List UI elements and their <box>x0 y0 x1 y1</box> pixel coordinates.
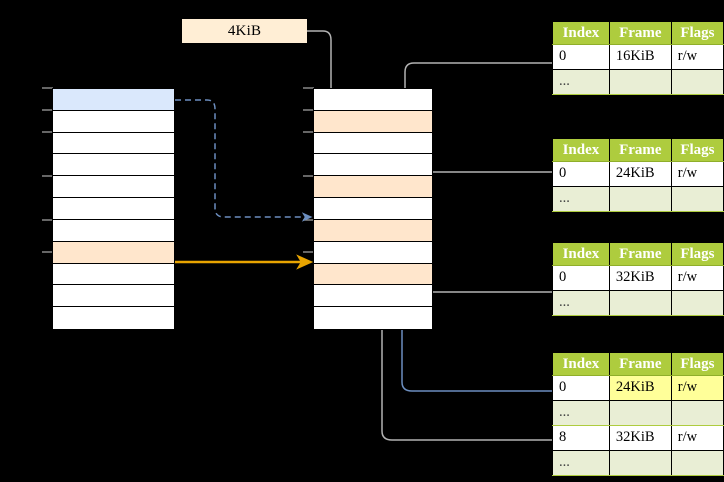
cell-frame <box>608 450 672 476</box>
cell-flags: r/w <box>670 425 724 451</box>
physical-memory-row-3 <box>314 154 432 177</box>
wire-left-blue-to-middle <box>175 99 313 222</box>
wire-pagesize-to-frame <box>300 30 336 123</box>
virtual-memory-row-9 <box>53 285 174 308</box>
cell-frame <box>608 400 672 426</box>
column-header-flags: Flags <box>670 242 724 266</box>
cell-frame: 24KiB <box>608 375 672 401</box>
virtual-memory-row-7 <box>53 241 174 264</box>
cell-flags <box>670 290 724 316</box>
virtual-memory-row-3 <box>53 154 174 177</box>
left-column-ticks <box>42 87 53 253</box>
virtual-memory-row-2 <box>53 132 174 155</box>
column-header-index: Index <box>552 352 610 376</box>
column-header-flags: Flags <box>670 352 724 376</box>
physical-memory-row-8 <box>314 263 432 286</box>
column-header-index: Index <box>552 138 610 162</box>
physical-memory-row-0 <box>314 89 432 111</box>
virtual-memory-column <box>52 88 175 330</box>
table-row: ... <box>552 186 724 212</box>
column-header-index: Index <box>552 21 610 45</box>
column-header-flags: Flags <box>670 21 724 45</box>
column-header-frame: Frame <box>608 21 672 45</box>
physical-memory-row-1 <box>314 110 432 133</box>
cell-flags <box>670 450 724 476</box>
virtual-memory-row-5 <box>53 198 174 220</box>
cell-index: ... <box>552 450 610 476</box>
wire-table1-to-middle <box>400 62 630 177</box>
cell-index: ... <box>552 400 610 426</box>
physical-memory-row-9 <box>314 285 432 308</box>
virtual-memory-row-10 <box>53 307 174 329</box>
physical-memory-column <box>313 88 433 330</box>
cell-frame: 16KiB <box>608 44 672 70</box>
cell-frame: 24KiB <box>608 161 672 187</box>
cell-index: 0 <box>552 161 610 187</box>
cell-index: 0 <box>552 375 610 401</box>
cell-index: 0 <box>552 44 610 70</box>
cell-index: 8 <box>552 425 610 451</box>
cell-index: ... <box>552 290 610 316</box>
column-header-frame: Frame <box>608 242 672 266</box>
cell-index: ... <box>552 186 610 212</box>
cell-flags: r/w <box>670 44 724 70</box>
wire-table4row8-to-middle <box>377 257 630 441</box>
virtual-memory-row-0 <box>53 89 174 111</box>
virtual-memory-row-6 <box>53 219 174 242</box>
physical-memory-row-6 <box>314 219 432 242</box>
physical-memory-row-4 <box>314 176 432 199</box>
physical-memory-row-5 <box>314 198 432 220</box>
cell-frame: 32KiB <box>608 265 672 291</box>
column-header-flags: Flags <box>670 138 724 162</box>
physical-memory-row-10 <box>314 307 432 329</box>
cell-frame <box>608 290 672 316</box>
physical-memory-row-2 <box>314 132 432 155</box>
cell-flags: r/w <box>670 161 724 187</box>
cell-flags <box>670 400 724 426</box>
cell-frame <box>608 186 672 212</box>
wire-table4row0-to-middle <box>397 217 630 392</box>
column-header-frame: Frame <box>608 352 672 376</box>
table-row: ... <box>552 450 724 476</box>
cell-flags: r/w <box>670 375 724 401</box>
virtual-memory-row-8 <box>53 263 174 286</box>
physical-memory-row-7 <box>314 241 432 264</box>
table-row: ... <box>552 400 724 426</box>
page-size-label: 4KiB <box>182 19 307 43</box>
cell-flags <box>670 69 724 95</box>
column-header-index: Index <box>552 242 610 266</box>
cell-index: 0 <box>552 265 610 291</box>
cell-flags: r/w <box>670 265 724 291</box>
virtual-memory-row-4 <box>53 176 174 199</box>
cell-frame: 32KiB <box>608 425 672 451</box>
cell-index: ... <box>552 69 610 95</box>
cell-frame <box>608 69 672 95</box>
table-row: ... <box>552 290 724 316</box>
virtual-memory-row-1 <box>53 110 174 133</box>
table-row: ... <box>552 69 724 95</box>
cell-flags <box>670 186 724 212</box>
column-header-frame: Frame <box>608 138 672 162</box>
